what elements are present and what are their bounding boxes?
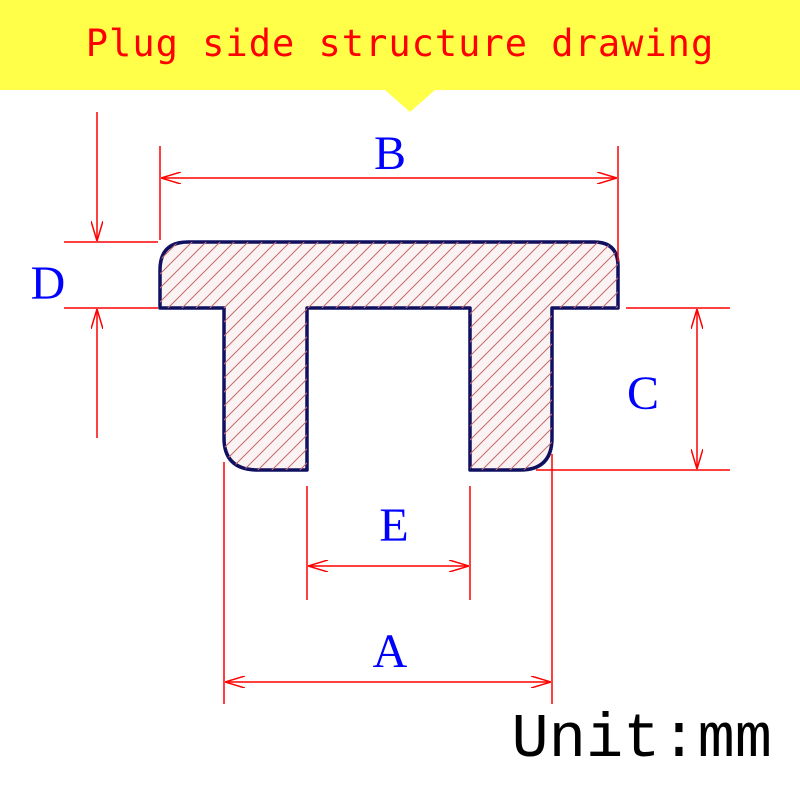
dim-label-e: E (379, 499, 408, 552)
banner-pointer (385, 90, 435, 112)
diagram-title: Plug side structure drawing (85, 22, 715, 65)
unit-label: Unit:mm (511, 704, 772, 775)
dim-label-b: B (374, 127, 406, 180)
dim-label-a: A (373, 625, 408, 678)
title-banner: Plug side structure drawing (0, 0, 800, 90)
dim-label-c: C (627, 367, 659, 420)
dim-label-d: D (31, 257, 66, 310)
dimension-lines (64, 112, 730, 704)
plug-profile-hatching (160, 242, 618, 470)
